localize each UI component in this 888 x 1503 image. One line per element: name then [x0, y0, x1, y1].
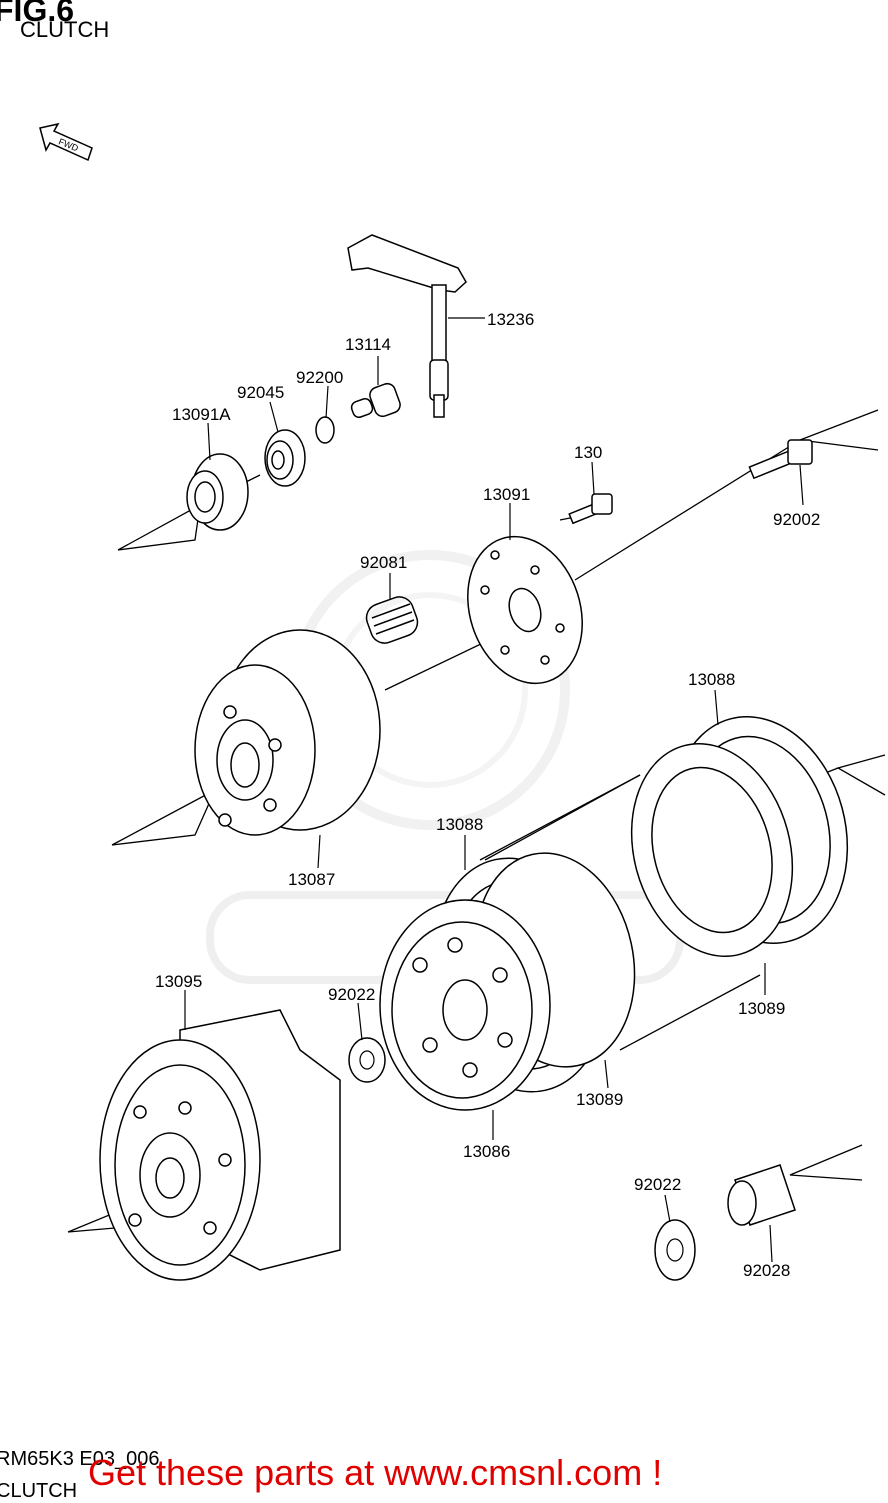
part-label-13088-mid: 13088 [436, 815, 483, 834]
promo-link[interactable]: Get these parts at www.cmsnl.com ! [88, 1452, 663, 1493]
diagram-code: RM65K3 E03_006 [0, 1448, 160, 1470]
diagram-name: CLUTCH [0, 1480, 78, 1502]
figure-title: FIG.6 [0, 0, 75, 28]
clutch-housing-13095 [99, 1009, 341, 1281]
part-label-92002: 92002 [773, 510, 820, 529]
bolt-130 [568, 493, 613, 525]
part-label-13088-right: 13088 [688, 670, 735, 689]
fwd-arrow-icon: FWD [39, 122, 93, 162]
washer-92022-top-hole [359, 1050, 375, 1070]
part-label-13089-mid: 13089 [576, 1090, 623, 1109]
part-label-13091: 13091 [483, 485, 530, 504]
clutch-release-lever-13236 [347, 234, 467, 418]
part-label-92022-top: 92022 [328, 985, 375, 1004]
part-label-92028: 92028 [743, 1261, 790, 1280]
part-label-13095: 13095 [155, 972, 202, 991]
part-label-13089-right: 13089 [738, 999, 785, 1018]
part-label-92045: 92045 [237, 383, 284, 402]
steel-plate-13089-right [630, 742, 794, 958]
collar-92028 [727, 1164, 796, 1226]
leader-lines [184, 317, 804, 1263]
part-label-13114: 13114 [345, 335, 391, 354]
part-label-92081: 92081 [360, 553, 407, 572]
cap-13091a [186, 453, 249, 531]
washer-92022-bottom-hole [666, 1238, 684, 1262]
part-label-130: 130 [574, 443, 602, 462]
part-label-13086: 13086 [463, 1142, 510, 1161]
part-label-13236: 13236 [487, 310, 534, 329]
bearing-92045 [264, 429, 306, 487]
pressure-plate-13091 [467, 535, 583, 685]
part-label-13091a: 13091A [172, 405, 231, 424]
bolt-92002 [748, 439, 813, 480]
part-label-92022-bottom: 92022 [634, 1175, 681, 1194]
part-label-92200: 92200 [296, 368, 343, 387]
washer-92200 [315, 416, 335, 444]
spring-92081 [365, 596, 419, 644]
clutch-boss-13086 [379, 899, 551, 1111]
part-label-13087: 13087 [288, 870, 335, 889]
pin-13114 [350, 382, 401, 418]
figure-subtitle: CLUTCH [20, 17, 110, 42]
clutch-hub-13087 [194, 629, 381, 836]
